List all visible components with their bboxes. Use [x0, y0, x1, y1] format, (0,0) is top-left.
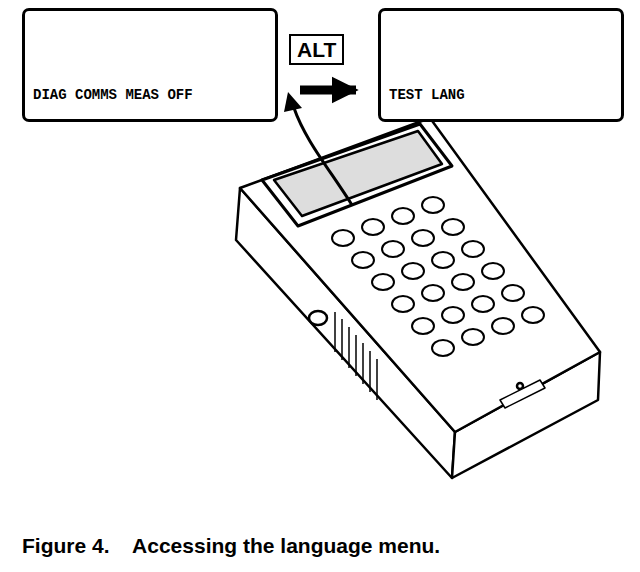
keypad-key: [482, 263, 504, 279]
keypad-key: [422, 197, 444, 213]
screen-bezel: [262, 124, 452, 226]
key-label: ALT: [289, 34, 344, 65]
keypad-key: [462, 241, 484, 257]
keypad-key: [362, 219, 384, 235]
device-side: [236, 188, 455, 478]
side-connector: [309, 311, 327, 325]
keypad-key: [372, 274, 394, 290]
display-screen: TEST LANG: [378, 8, 624, 122]
keypad-key: [522, 307, 544, 323]
keypad-key: [402, 263, 424, 279]
brand-plate: [500, 380, 545, 408]
keypad-key: [422, 285, 444, 301]
screen-text: DIAG COMMS MEAS OFF: [33, 87, 267, 103]
alt-arrow: [300, 86, 356, 95]
keypad-key: [382, 241, 404, 257]
keypad-key: [432, 340, 454, 356]
keypad-key: [502, 285, 524, 301]
device-top: [240, 118, 600, 432]
pointer-arrow: [294, 108, 352, 205]
keypad-key: [392, 208, 414, 224]
keypad-key: [412, 318, 434, 334]
keypad-key: [412, 230, 434, 246]
screen-text: TEST LANG: [389, 87, 613, 103]
keypad-key: [442, 307, 464, 323]
display-screen: DIAG COMMS MEAS OFF: [22, 8, 278, 122]
screen-glass: [274, 131, 442, 216]
keypad-key: [462, 329, 484, 345]
keypad-key: [392, 296, 414, 312]
keypad-key: [332, 230, 354, 246]
keypad-key: [442, 219, 464, 235]
keypad-key: [452, 274, 474, 290]
figure-caption: Figure 4. Accessing the language menu.: [22, 534, 440, 558]
indicator-hole: [517, 383, 523, 389]
keypad-key: [472, 296, 494, 312]
keypad-key: [432, 252, 454, 268]
keypad-key: [492, 318, 514, 334]
pointer-head: [284, 92, 302, 112]
keypad-key: [352, 252, 374, 268]
side-grip: [335, 312, 377, 400]
